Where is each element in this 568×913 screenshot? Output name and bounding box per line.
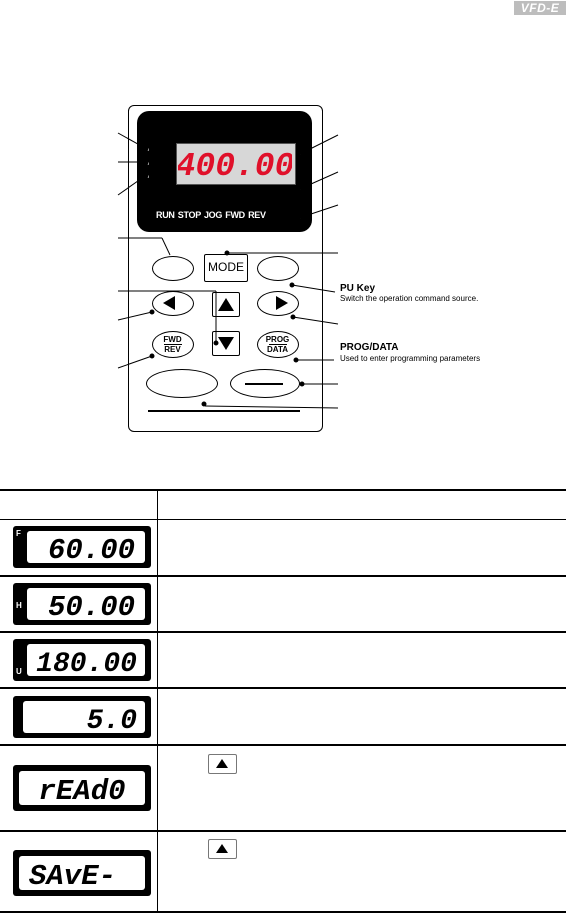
- svg-text:50.00: 50.00: [48, 591, 135, 620]
- right-arrow-icon: [276, 296, 288, 310]
- table-column-divider: [157, 490, 158, 912]
- svg-text:rEAd0: rEAd0: [38, 775, 125, 805]
- up-key-icon-row: [208, 839, 237, 859]
- svg-text:60.00: 60.00: [48, 534, 135, 563]
- down-arrow-icon: [218, 337, 234, 350]
- keypad-lcd-window: [176, 143, 296, 185]
- keypad-frequency-display: 400.00: [178, 148, 292, 182]
- table-row-divider: [0, 575, 566, 577]
- lcd-value: 60.00: [48, 534, 135, 563]
- table-header-rule: [0, 519, 566, 520]
- table-row-divider: [0, 687, 566, 689]
- prog-data-key[interactable]: PROG DATA: [257, 331, 299, 358]
- lcd-display-user: U 180.00: [13, 639, 151, 681]
- lcd-prefix: F: [16, 529, 21, 538]
- run-key[interactable]: [152, 256, 194, 281]
- mode-key[interactable]: MODE: [204, 254, 248, 282]
- lcd-display-output: H 50.00: [13, 583, 151, 625]
- prog-data-description: Used to enter programming parameters: [340, 354, 481, 363]
- table-bottom-rule: [0, 911, 566, 913]
- fwd-rev-key[interactable]: FWD REV: [152, 331, 194, 358]
- table-row-divider: [0, 744, 566, 746]
- table-top-rule: [0, 489, 566, 491]
- vfd-e-logo: VFD-E: [514, 1, 566, 15]
- rev-label: REV: [164, 345, 181, 354]
- up-arrow-icon: [216, 844, 228, 853]
- svg-text:SAvE-: SAvE-: [29, 860, 116, 890]
- prog-label: PROG: [265, 335, 290, 344]
- table-row-divider: [0, 631, 566, 633]
- up-arrow-icon: [218, 298, 234, 311]
- lcd-prefix: H: [16, 601, 22, 610]
- lcd-value: SAvE-: [29, 860, 116, 890]
- lcd-value: A 5.0: [23, 706, 137, 733]
- lcd-display-save: SAvE-: [13, 850, 151, 896]
- left-arrow-icon: [163, 296, 175, 310]
- down-key[interactable]: [212, 331, 240, 356]
- right-key[interactable]: [257, 291, 299, 316]
- lcd-prefix: U: [16, 667, 22, 676]
- status-indicator-labels: RUN STOP JOG FWD REV: [156, 210, 266, 220]
- data-label: DATA: [266, 345, 289, 354]
- divider: [164, 344, 182, 345]
- table-row-divider: [0, 830, 566, 832]
- lcd-display-read: rEAd0: [13, 765, 151, 811]
- key-bar: [245, 383, 283, 385]
- lcd-display-current: A 5.0: [13, 696, 151, 738]
- svg-text:180.00: 180.00: [36, 649, 137, 676]
- pu-key-description: Switch the operation command source.: [340, 294, 479, 303]
- run-stop-key[interactable]: [146, 369, 218, 398]
- fwd-label: FWD: [163, 335, 182, 344]
- lcd-value: 50.00: [48, 591, 135, 620]
- lcd-value: rEAd0: [38, 775, 125, 805]
- divider: [269, 344, 287, 345]
- stop-reset-key[interactable]: [230, 369, 300, 398]
- svg-text:400.00: 400.00: [178, 148, 292, 182]
- left-key[interactable]: [152, 291, 194, 316]
- lcd-value: 180.00: [36, 649, 137, 676]
- prog-data-title: PROG/DATA: [340, 342, 399, 353]
- lcd-display-frequency: F 60.00: [13, 526, 151, 568]
- pu-key[interactable]: [257, 256, 299, 281]
- up-arrow-icon: [216, 759, 228, 768]
- up-key-icon-row: [208, 754, 237, 774]
- pu-key-title: PU Key: [340, 283, 376, 294]
- keypad-base-line: [148, 410, 300, 412]
- up-key[interactable]: [212, 292, 240, 317]
- svg-text:A 5.0: A 5.0: [23, 706, 137, 733]
